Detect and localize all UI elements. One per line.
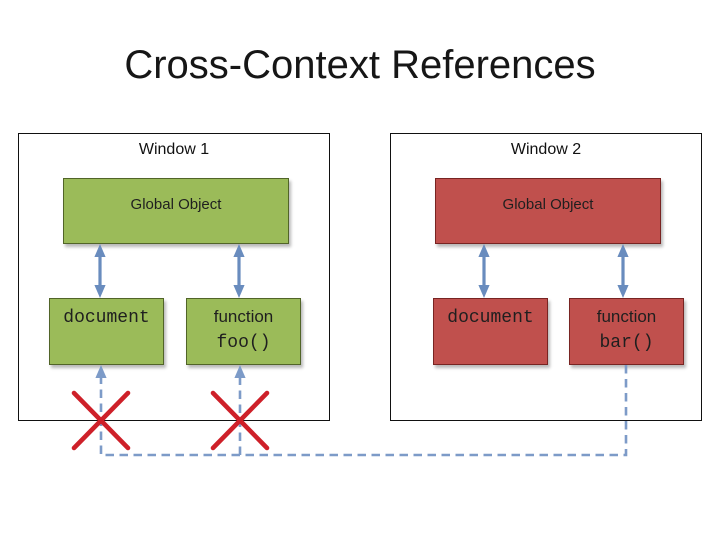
window-1-label: Window 1	[138, 141, 210, 158]
window-1-global-object-box: Global Object	[63, 178, 289, 244]
window-1-document-box: document	[49, 298, 164, 365]
window-2-label: Window 2	[510, 141, 582, 158]
window-1: Window 1 Global Object document function…	[18, 133, 330, 421]
window-2-function-keyword: function	[596, 307, 657, 326]
window-2-global-object-box: Global Object	[435, 178, 661, 244]
window-1-function-name: foo()	[216, 333, 271, 353]
window-2-document-box: document	[433, 298, 548, 365]
window-2-function-name: bar()	[599, 333, 654, 353]
slide-title: Cross-Context References	[124, 43, 596, 87]
window-1-function-keyword: function	[213, 307, 274, 326]
window-1-function-box: function foo()	[186, 298, 301, 365]
window-2: Window 2 Global Object document function…	[390, 133, 702, 421]
window-2-function-box: function bar()	[569, 298, 684, 365]
